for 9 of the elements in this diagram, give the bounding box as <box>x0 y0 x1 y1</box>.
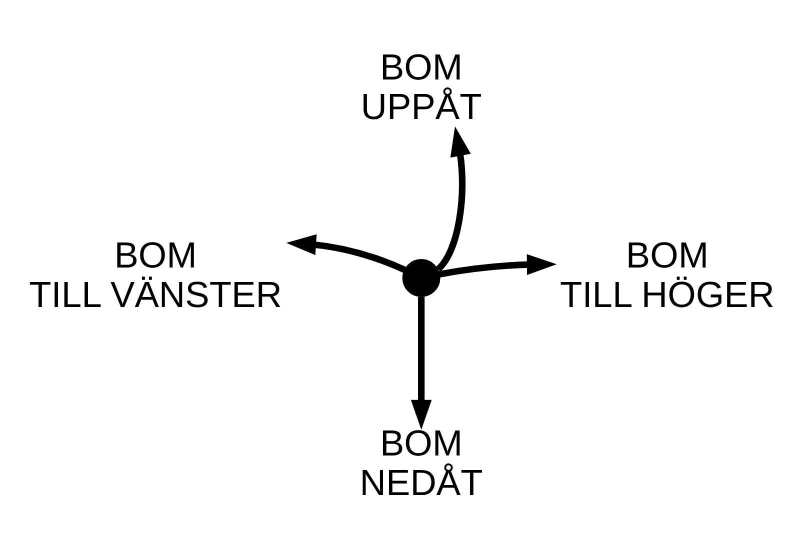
arrow <box>410 296 432 430</box>
node-text: BOM TILL VÄNSTER <box>29 234 282 315</box>
node-text: BOM TILL HÖGER <box>560 234 774 315</box>
node-text: BOM NEDÅT <box>360 422 483 503</box>
node-circle <box>402 258 440 296</box>
arrow <box>438 254 557 277</box>
arrow <box>436 126 471 272</box>
arrow <box>286 234 406 272</box>
node-text: BOM UPPÅT <box>360 46 482 126</box>
